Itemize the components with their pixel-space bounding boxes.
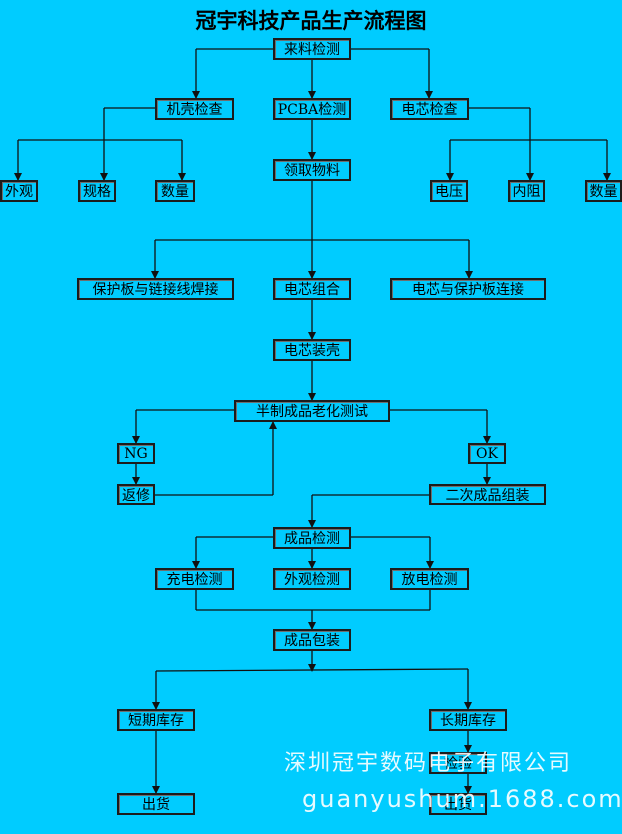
node-final-inspection: 成品检测 xyxy=(273,527,351,549)
node-cell-assembly: 电芯组合 xyxy=(273,278,351,300)
node-aging-test: 半制成品老化测试 xyxy=(234,400,390,422)
node-inspection: 检验 xyxy=(429,752,487,774)
node-pcb-wire-welding: 保护板与链接线焊接 xyxy=(77,278,234,300)
node-quantity-right: 数量 xyxy=(585,180,622,202)
node-pick-materials: 领取物料 xyxy=(273,159,351,181)
node-rework: 返修 xyxy=(117,484,155,505)
node-secondary-assembly: 二次成品组装 xyxy=(429,484,546,505)
connector xyxy=(155,668,469,672)
node-cell-check: 电芯检查 xyxy=(390,98,469,120)
node-housing-check: 机壳检查 xyxy=(155,98,234,120)
node-appearance: 外观 xyxy=(0,180,38,202)
node-quantity-left: 数量 xyxy=(155,180,195,202)
node-voltage: 电压 xyxy=(430,180,468,202)
node-discharge-test: 放电检测 xyxy=(390,568,469,590)
node-packaging: 成品包装 xyxy=(273,629,351,651)
node-incoming-inspection: 来料检测 xyxy=(273,38,351,60)
node-cell-casing: 电芯装壳 xyxy=(273,339,351,361)
node-shipping-left: 出货 xyxy=(117,793,195,815)
diagram-title: 冠宇科技产品生产流程图 xyxy=(195,8,427,33)
watermark-site: guanyushum.1688.com xyxy=(302,785,622,813)
node-internal-resistance: 内阻 xyxy=(508,180,545,202)
node-long-term-storage: 长期库存 xyxy=(429,709,507,731)
watermark-company: 深圳冠宇数码电子有限公司 xyxy=(284,751,573,776)
node-spec: 规格 xyxy=(78,180,116,202)
node-shipping-right: 出货 xyxy=(429,793,487,815)
node-ng: NG xyxy=(117,443,155,464)
node-charge-test: 充电检测 xyxy=(155,568,234,590)
node-cell-pcb-connect: 电芯与保护板连接 xyxy=(390,278,546,300)
node-appearance-test: 外观检测 xyxy=(273,568,351,590)
node-pcba-test: PCBA检测 xyxy=(273,98,351,120)
node-ok: OK xyxy=(468,443,506,464)
node-short-term-storage: 短期库存 xyxy=(117,709,195,731)
